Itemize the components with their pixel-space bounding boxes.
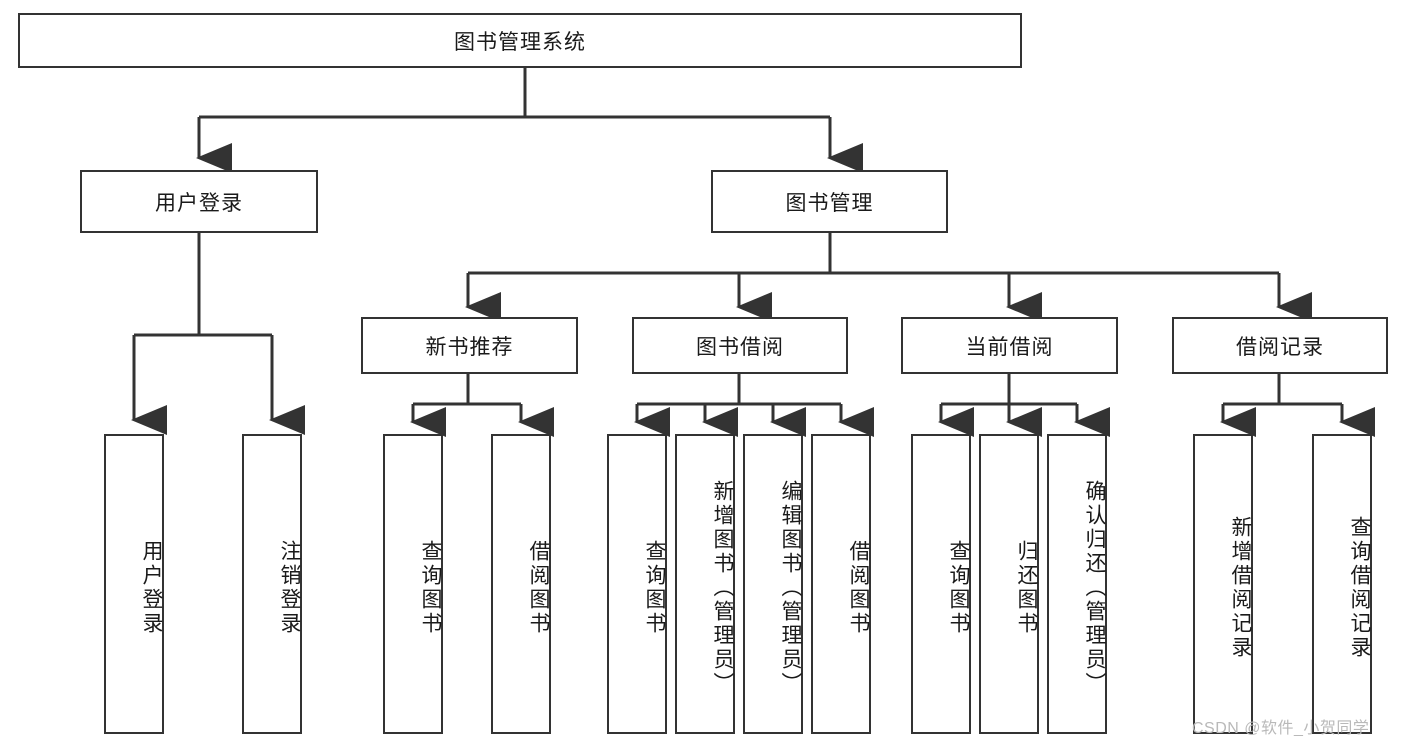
node-leaf-query-book-borrow[interactable]: 查询图书 [607, 434, 667, 734]
node-leaf-add-borrow-record-label: 新增借阅记录 [1229, 516, 1252, 660]
node-book-management[interactable]: 图书管理 [711, 170, 948, 233]
node-leaf-add-book-admin[interactable]: 新增图书（管理员） [675, 434, 735, 734]
node-leaf-edit-book-admin[interactable]: 编辑图书（管理员） [743, 434, 803, 734]
node-leaf-query-book-current[interactable]: 查询图书 [911, 434, 971, 734]
node-new-book-recommend[interactable]: 新书推荐 [361, 317, 578, 374]
node-book-management-label: 图书管理 [785, 191, 874, 215]
node-leaf-edit-book-admin-label: 编辑图书（管理员） [779, 480, 802, 696]
node-leaf-query-borrow-record[interactable]: 查询借阅记录 [1312, 434, 1372, 734]
node-leaf-confirm-return-admin[interactable]: 确认归还（管理员） [1047, 434, 1107, 734]
node-borrow-record[interactable]: 借阅记录 [1172, 317, 1388, 374]
node-new-book-recommend-label: 新书推荐 [425, 335, 514, 359]
node-leaf-add-book-admin-label: 新增图书（管理员） [711, 480, 734, 696]
node-leaf-borrow-book[interactable]: 借阅图书 [811, 434, 871, 734]
node-leaf-query-book-recommend[interactable]: 查询图书 [383, 434, 443, 734]
node-user-login[interactable]: 用户登录 [80, 170, 318, 233]
node-book-borrow[interactable]: 图书借阅 [632, 317, 848, 374]
node-current-borrow-label: 当前借阅 [965, 335, 1054, 359]
node-user-login-label: 用户登录 [155, 191, 243, 215]
node-leaf-borrow-book-recommend-label: 借阅图书 [527, 540, 550, 636]
node-root-book-management-system[interactable]: 图书管理系统 [18, 13, 1022, 68]
node-leaf-query-book-borrow-label: 查询图书 [643, 540, 666, 636]
node-leaf-query-borrow-record-label: 查询借阅记录 [1348, 516, 1371, 660]
node-leaf-user-login[interactable]: 用户登录 [104, 434, 164, 734]
node-leaf-confirm-return-admin-label: 确认归还（管理员） [1083, 480, 1106, 696]
node-leaf-return-book[interactable]: 归还图书 [979, 434, 1039, 734]
node-leaf-user-login-label: 用户登录 [140, 540, 163, 636]
node-leaf-borrow-book-recommend[interactable]: 借阅图书 [491, 434, 551, 734]
node-borrow-record-label: 借阅记录 [1236, 335, 1324, 359]
node-leaf-logout[interactable]: 注销登录 [242, 434, 302, 734]
node-leaf-query-book-recommend-label: 查询图书 [419, 540, 442, 636]
csdn-watermark: CSDN @软件_小贺同学 [1192, 720, 1370, 737]
node-book-borrow-label: 图书借阅 [696, 335, 784, 359]
node-leaf-query-book-current-label: 查询图书 [947, 540, 970, 636]
node-leaf-borrow-book-label: 借阅图书 [847, 540, 870, 636]
node-leaf-return-book-label: 归还图书 [1015, 540, 1038, 636]
node-leaf-logout-label: 注销登录 [278, 540, 301, 636]
node-leaf-add-borrow-record[interactable]: 新增借阅记录 [1193, 434, 1253, 734]
node-root-label: 图书管理系统 [454, 30, 586, 54]
node-current-borrow[interactable]: 当前借阅 [901, 317, 1118, 374]
